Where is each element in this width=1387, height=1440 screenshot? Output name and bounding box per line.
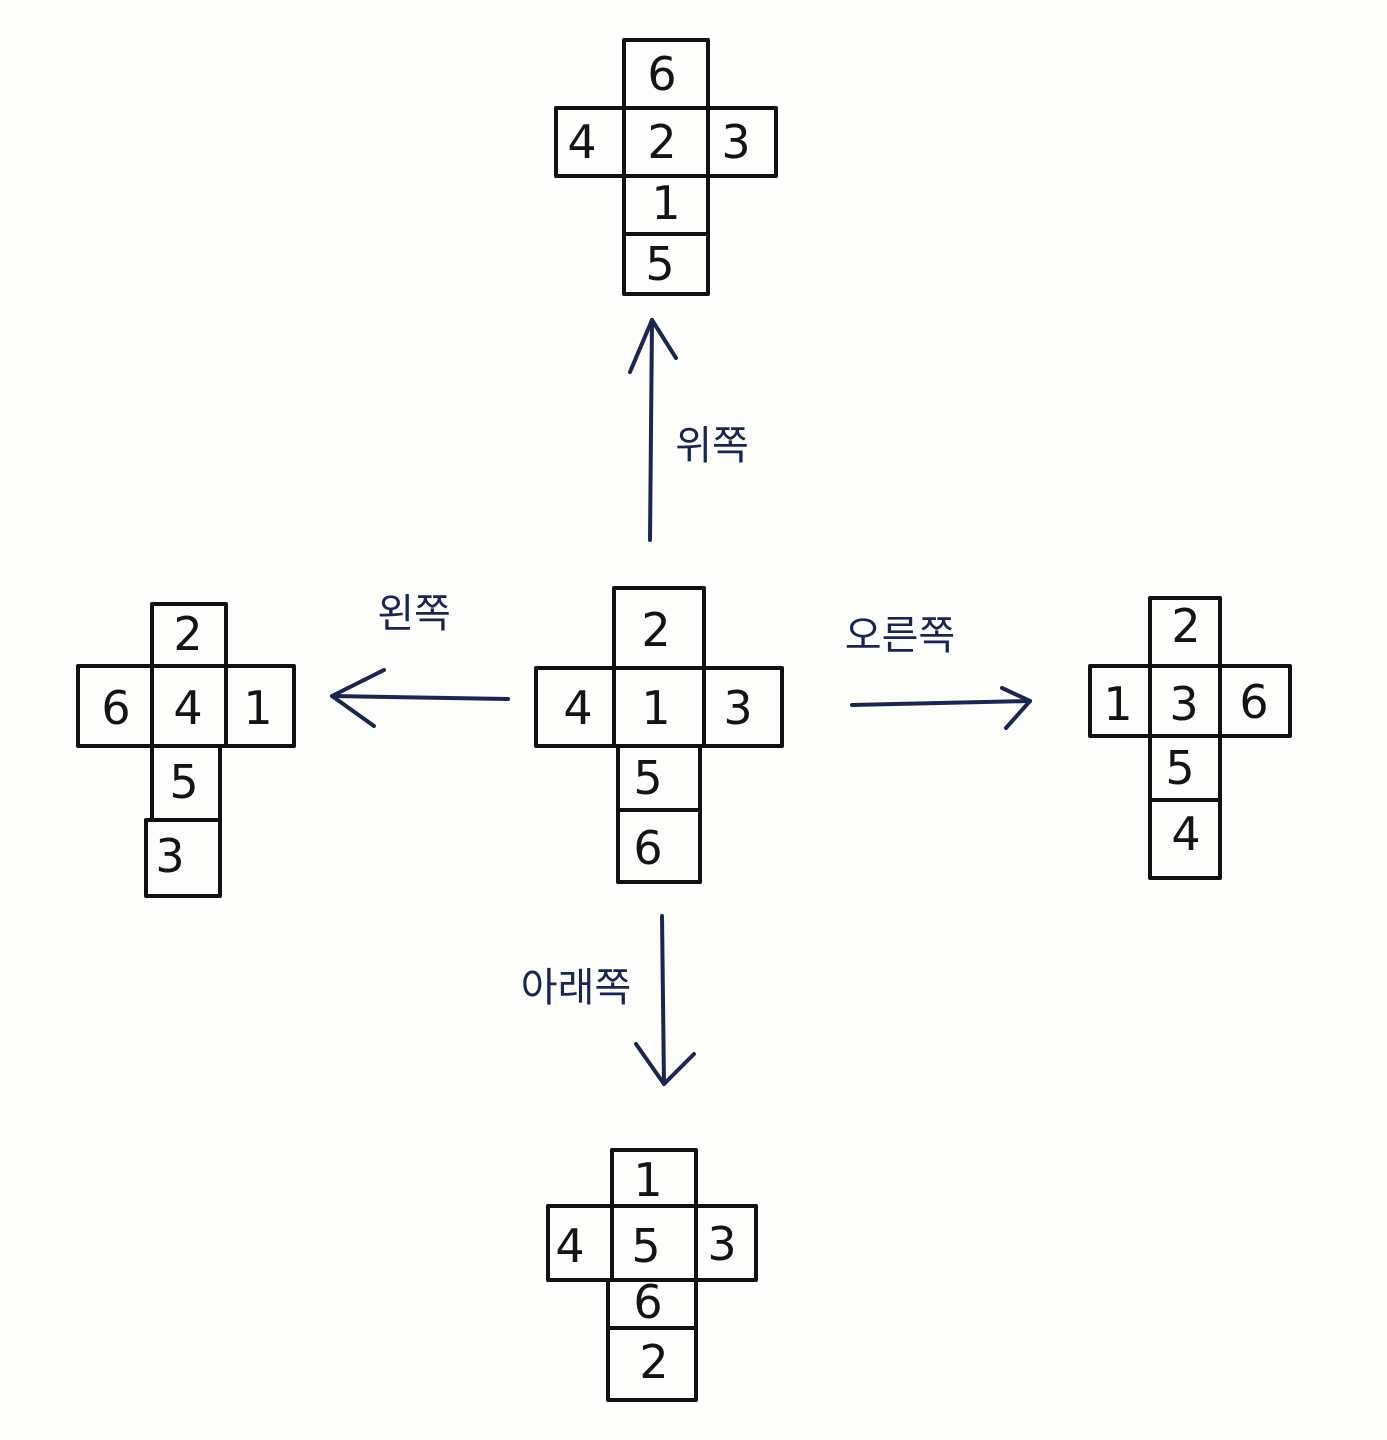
face-number: 3 xyxy=(723,681,752,735)
cell-bottom xyxy=(622,232,710,296)
face-number: 2 xyxy=(647,115,676,169)
arrow-down-label: 아래쪽 xyxy=(521,965,631,1011)
cell-right xyxy=(224,664,296,748)
face-number: 2 xyxy=(641,603,670,657)
face-number: 1 xyxy=(1103,677,1132,731)
cell-bottom xyxy=(1148,798,1222,880)
arrow-down-shaft xyxy=(660,914,666,1086)
face-number: 4 xyxy=(567,115,596,169)
face-number: 4 xyxy=(173,681,202,735)
arrow-up-shaft xyxy=(648,318,654,542)
face-number: 1 xyxy=(243,681,272,735)
face-number: 1 xyxy=(633,1153,662,1207)
face-number: 1 xyxy=(651,176,680,230)
face-number: 6 xyxy=(101,681,130,735)
cell-right xyxy=(702,666,784,748)
cell-bottom xyxy=(144,818,222,898)
face-number: 4 xyxy=(1171,807,1200,861)
face-number: 2 xyxy=(173,607,202,661)
arrow-down-head xyxy=(634,1042,696,1086)
face-number: 5 xyxy=(1165,741,1194,795)
arrow-left-label: 왼쪽 xyxy=(377,591,451,637)
face-number: 5 xyxy=(645,237,674,291)
face-number: 5 xyxy=(169,755,198,809)
face-number: 3 xyxy=(1169,677,1198,731)
face-number: 6 xyxy=(633,821,662,875)
net-up: 6 4 2 3 1 5 xyxy=(554,38,778,296)
face-number: 5 xyxy=(631,1219,660,1273)
arrow-up-head xyxy=(628,318,678,374)
face-number: 3 xyxy=(155,829,184,883)
arrow-left: 왼쪽 xyxy=(330,591,510,728)
face-number: 6 xyxy=(1239,675,1268,729)
face-number: 5 xyxy=(633,751,662,805)
arrow-up: 위쪽 xyxy=(628,318,749,542)
arrow-left-shaft xyxy=(330,694,510,701)
net-down: 1 4 5 3 6 2 xyxy=(546,1148,758,1402)
arrow-down: 아래쪽 xyxy=(521,914,696,1086)
face-number: 6 xyxy=(647,47,676,101)
cell-bottom xyxy=(606,1326,698,1402)
cell-right xyxy=(694,1204,758,1282)
arrow-up-label: 위쪽 xyxy=(675,423,749,469)
face-number: 3 xyxy=(721,115,750,169)
arrow-left-head xyxy=(330,668,386,728)
arrow-right-shaft xyxy=(850,699,1032,707)
cell-right xyxy=(706,106,778,178)
face-number: 1 xyxy=(641,681,670,735)
face-number: 4 xyxy=(555,1219,584,1273)
face-number: 4 xyxy=(563,681,592,735)
net-center: 2 4 1 3 5 6 xyxy=(534,586,784,884)
arrow-right-head xyxy=(1000,686,1032,730)
face-number: 2 xyxy=(1171,599,1200,653)
face-number: 3 xyxy=(707,1217,736,1271)
arrow-right: 오른쪽 xyxy=(845,613,1032,730)
face-number: 6 xyxy=(633,1275,662,1329)
net-right: 2 1 3 6 5 4 xyxy=(1088,596,1292,880)
face-number: 2 xyxy=(639,1335,668,1389)
arrow-right-label: 오른쪽 xyxy=(845,613,955,659)
cell-right xyxy=(1218,664,1292,738)
net-left: 2 6 4 1 5 3 xyxy=(76,602,296,898)
cell-bottom xyxy=(616,808,702,884)
